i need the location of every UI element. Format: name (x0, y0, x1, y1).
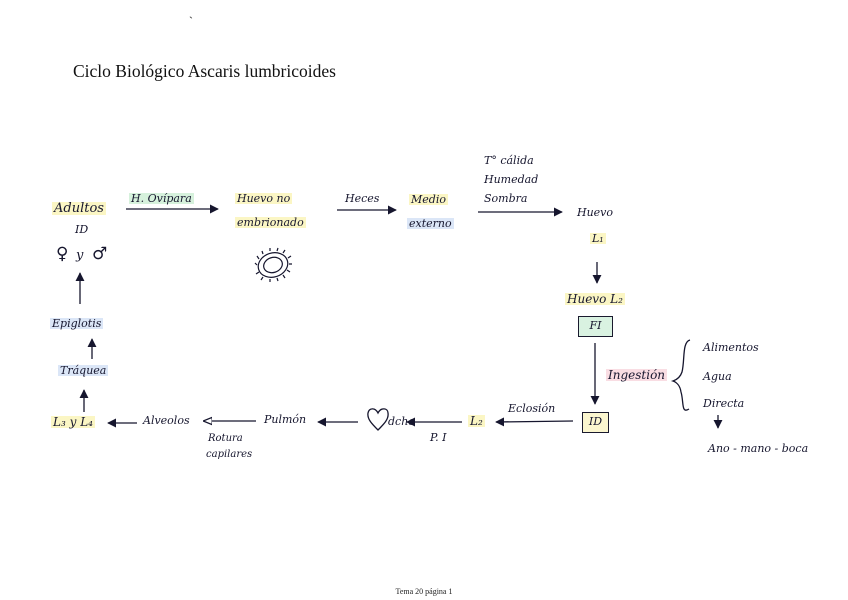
label-heces: Heces (345, 192, 380, 205)
condition-sombra: Sombra (484, 192, 528, 205)
ingestion-option-alimentos: Alimentos (703, 341, 759, 354)
node-id-top: ID (75, 223, 89, 236)
heart-icon (367, 408, 389, 431)
node-adultos: Adultos (52, 201, 106, 216)
node-pulmon: Pulmón (264, 413, 307, 426)
sex-conjunction: y (76, 248, 84, 263)
label-pi: P. I (430, 431, 447, 444)
node-l3yl4: L₃ y L₄ (51, 415, 95, 429)
node-alveolos: Alveolos (143, 414, 190, 427)
node-huevo-l2: Huevo L₂ (565, 292, 625, 306)
ingestion-option-directa: Directa (703, 397, 745, 410)
label-eclosion: Eclosión (508, 402, 556, 415)
page-title: Ciclo Biológico Ascaris lumbricoides (73, 61, 336, 81)
label-rotura: Rotura (208, 433, 243, 444)
page-footer: Tema 20 página 1 (395, 587, 453, 596)
node-embrionado: embrionado (235, 216, 306, 229)
node-l1: L₁ (590, 232, 606, 245)
egg-icon (254, 247, 292, 282)
ingestion-option-agua: Agua (703, 370, 732, 383)
label-capilares: capilares (206, 449, 253, 460)
node-externo: externo (407, 217, 454, 230)
node-traquea: Tráquea (58, 364, 109, 377)
condition-temp: T° cálida (484, 154, 534, 167)
label-ingestion: Ingestión (606, 368, 668, 382)
node-dcho: dcho (388, 415, 415, 428)
node-huevo-no: Huevo no (235, 192, 293, 205)
node-huevo-right: Huevo (577, 206, 614, 219)
ingestion-brace (670, 339, 691, 411)
node-medio: Medio (409, 193, 448, 206)
arrow-id-to-l2 (495, 417, 574, 427)
node-l2: L₂ (468, 414, 485, 428)
ingestion-result: Ano - mano - boca (708, 442, 809, 455)
node-epiglotis: Epiglotis (50, 317, 104, 330)
condition-humedad: Humedad (484, 173, 539, 186)
female-symbol-icon: ♀ (56, 244, 69, 264)
label-h-ovipara: H. Ovípara (129, 192, 194, 205)
node-fi-box: FI (578, 316, 613, 337)
node-id-box: ID (582, 412, 609, 433)
male-symbol-icon: ♂ (92, 244, 108, 264)
stray-mark: ` (189, 14, 193, 28)
